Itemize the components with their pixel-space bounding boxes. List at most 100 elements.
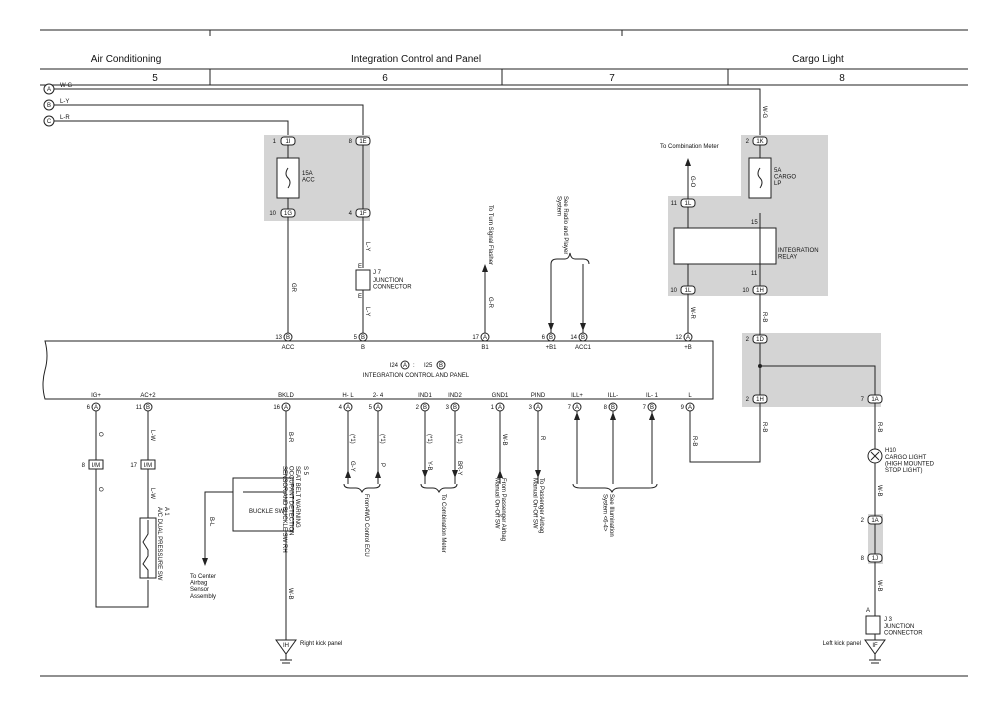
svg-text:A: A [94,405,98,411]
svg-text:7: 7 [861,397,865,403]
svg-text:7: 7 [568,405,572,411]
svg-text:15: 15 [751,220,758,226]
svg-text:11: 11 [751,271,758,277]
svg-text:W-B: W-B [876,580,882,592]
svg-text:R-B: R-B [761,422,767,432]
wire-ly-1: L-Y [364,242,370,251]
svg-text:A: A [688,405,692,411]
svg-text:B-L: B-L [208,517,214,527]
cargo-junction: R-B 1D 2 1H 2 1A 7 R-B [746,294,883,449]
svg-text:To Passenger AirbagManual On-O: To Passenger AirbagManual On-Off SW [531,478,544,533]
svg-text:17: 17 [472,335,479,341]
svg-text:To Combination Meter: To Combination Meter [660,144,719,150]
svg-text:See Radio and PlayerSystem: See Radio and PlayerSystem [555,196,568,254]
svg-text:1A: 1A [871,518,878,524]
svg-text:B: B [439,363,443,369]
svg-text:1A: 1A [871,397,878,403]
input-a: A W-G [43,83,761,135]
svg-text:16: 16 [273,405,280,411]
junction-1e-1f: 1E 8 1F 4 [349,136,371,218]
svg-text:1K: 1K [756,139,763,145]
svg-text:3: 3 [529,405,533,411]
svg-text:BKLD: BKLD [278,393,294,399]
svg-text:4: 4 [349,211,353,217]
svg-text:B: B [361,345,365,351]
svg-text:I24: I24 [390,363,399,369]
svg-text:A: A [47,87,51,93]
svg-text:From Passenger AirbagManual On: From Passenger AirbagManual On-Off SW [493,478,506,541]
input-b: B L-Y [43,99,364,135]
svg-text:7: 7 [643,405,647,411]
column-5: 5 [152,73,158,84]
svg-text:1: 1 [491,405,495,411]
svg-text:IH: IH [283,643,289,649]
svg-text:6: 6 [87,405,91,411]
svg-text:B: B [650,405,654,411]
svg-text:A: A [284,405,288,411]
svg-text:L-R: L-R [60,115,70,121]
svg-text:1D: 1D [756,337,764,343]
buckle-sw-label: BUCKLE SW [249,509,285,515]
svg-text:H10: H10 [885,448,897,454]
svg-text:1H: 1H [756,397,764,403]
section-air-conditioning: Air Conditioning [91,54,162,65]
svg-text:W-B: W-B [287,588,293,600]
svg-text:L: L [688,393,692,399]
ecu-pin-plus-b: A 12 +B [675,332,693,351]
wire-ly-2: L-Y [364,307,370,316]
svg-text:10: 10 [269,211,276,217]
svg-text:To Combination Meter: To Combination Meter [440,494,446,553]
svg-text::: : [413,363,415,369]
wire-gr: GR [290,283,296,293]
svg-text:R-B: R-B [691,436,697,446]
svg-text:1F: 1F [359,211,366,217]
buckle-switch-circuit: B-R BUCKLE SW S 5 SEAT BELT WARNINGOCCUP… [190,411,308,640]
svg-text:+B: +B [684,345,692,351]
svg-text:1I: 1I [285,139,290,145]
svg-text:A: A [376,405,380,411]
svg-text:E: E [358,294,362,300]
section-integration-control: Integration Control and Panel [351,54,481,65]
svg-text:1E: 1E [359,139,366,145]
svg-text:L-W: L-W [149,430,155,441]
svg-text:ACC: ACC [282,345,295,351]
svg-text:2: 2 [861,518,865,524]
svg-text:O: O [97,432,103,437]
svg-text:1L: 1L [685,288,692,294]
svg-text:(*1): (*1) [379,434,385,444]
svg-text:AC+2: AC+2 [140,393,156,399]
svg-text:12: 12 [675,335,682,341]
svg-text:B: B [361,335,365,341]
combination-meter-top: To Combination Meter G-O [660,144,719,199]
svg-text:IND1: IND1 [418,393,432,399]
svg-text:11: 11 [136,405,143,411]
svg-text:G-Y: G-Y [349,461,355,472]
svg-text:ILL-: ILL- [608,393,618,399]
svg-text:2: 2 [746,139,750,145]
column-6: 6 [382,73,388,84]
svg-text:IG+: IG+ [91,393,101,399]
to-combination-meter: (*1) Y-B (*1) BR-Y To Combination Meter [420,411,462,553]
svg-text:R-B: R-B [876,422,882,432]
svg-text:S 5: S 5 [302,466,308,476]
svg-text:IL- 1: IL- 1 [646,393,659,399]
ecu-pin-plus-b1: B 6 +B1 [542,332,557,351]
svg-text:B: B [611,405,615,411]
svg-text:A: A [536,405,540,411]
svg-text:See IlluminationSystem <6-4>: See IlluminationSystem <6-4> [601,494,614,537]
svg-text:6: 6 [542,335,546,341]
svg-text:I25: I25 [424,363,433,369]
svg-text:L-Y: L-Y [60,99,69,105]
svg-text:A: A [483,335,487,341]
svg-text:13: 13 [275,335,282,341]
ground-if: IF Left kick panel [823,639,886,664]
svg-text:R: R [539,436,545,441]
svg-text:5: 5 [354,335,358,341]
ecu-pin-b: B 5 B [354,332,368,351]
svg-text:8: 8 [349,139,353,145]
